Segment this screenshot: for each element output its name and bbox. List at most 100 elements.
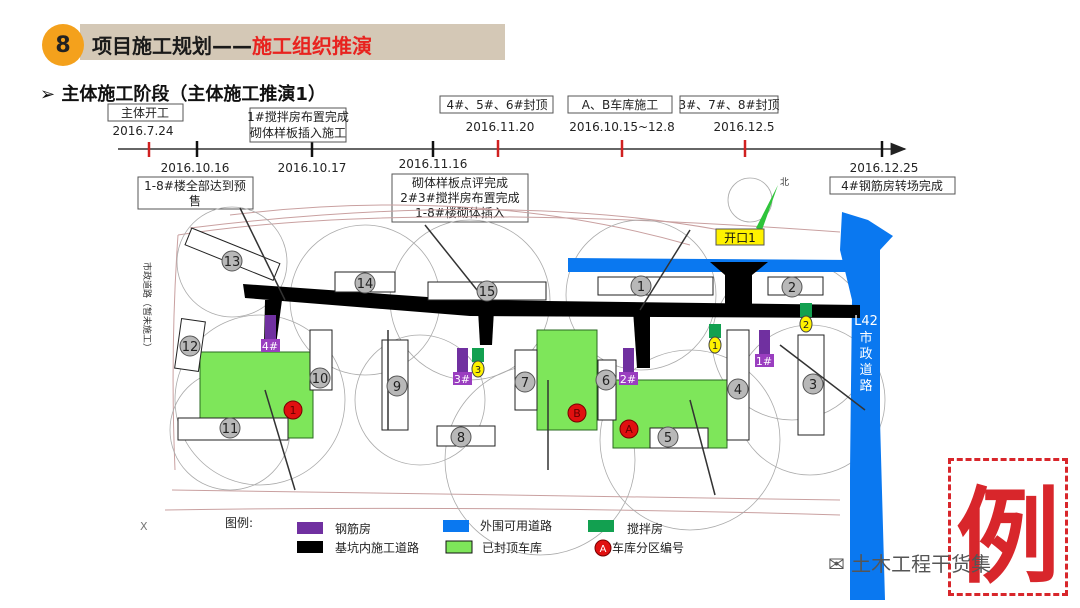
building-marker-8 — [450, 426, 472, 448]
north-arrow-icon — [756, 185, 778, 230]
mixer-house-2 — [800, 303, 812, 317]
milestone-date: 2016.12.25 — [850, 161, 919, 175]
rebar-shed-4# — [265, 315, 276, 339]
legend-swatch-outer-road — [443, 520, 469, 532]
milestone-date: 2016.11.16 — [399, 157, 468, 171]
milestone-label: 3#、7#、8#封顶 — [678, 98, 779, 112]
wechat-label: 土木工程干货集 — [851, 552, 992, 576]
rebar-shed-label: 2# — [620, 373, 636, 386]
road-label-text: 市 — [859, 330, 872, 346]
building-marker-3 — [802, 373, 824, 395]
watermark-example: 例 — [948, 458, 1068, 598]
building-number: 15 — [479, 285, 496, 300]
timeline: 主体开工 2016.7.24 1#搅拌房布置完成 砌体样板插入施工 4#、5#、… — [107, 95, 956, 223]
mixer-house-1 — [709, 324, 721, 338]
rebar-shed-label-bg — [619, 372, 638, 385]
legend-title: 图例: — [225, 516, 253, 530]
building-marker-14 — [354, 272, 376, 294]
title-highlight: 施工组织推演 — [252, 34, 372, 58]
legend: 图例: 钢筋房 外围可用道路 搅拌房 基坑内施工道路 已封顶车库 A 车库分区编… — [225, 516, 684, 557]
building-marker-7 — [514, 371, 536, 393]
road-label-text: L42 — [854, 314, 878, 329]
legend-label: 搅拌房 — [627, 521, 663, 536]
building-marker-6 — [595, 369, 617, 391]
milestone-label: 砌体样板插入施工 — [250, 125, 346, 140]
header-bar — [80, 24, 505, 60]
building-marker-13 — [221, 250, 243, 272]
legend-swatch-rebar — [297, 522, 323, 534]
west-road-label: 市政道路（暂未施工） — [141, 262, 153, 352]
legend-label: 钢筋房 — [335, 521, 371, 536]
mixer-house-3 — [472, 348, 484, 362]
outer-road-horizontal — [568, 258, 855, 272]
mixer-houses: 3 1 2 — [471, 303, 813, 378]
gate-1-box — [715, 228, 765, 246]
legend-swatch-pit-road — [297, 541, 323, 553]
garage-b — [536, 329, 598, 431]
milestone-label: 4#钢筋房转场完成 — [841, 178, 943, 193]
garage-zone-label: 1 — [290, 404, 297, 417]
legend-swatch-garage — [445, 540, 473, 554]
legend-label: 基坑内施工道路 — [335, 540, 419, 555]
garage-zone-label: A — [625, 423, 633, 436]
rebar-shed-label: 1# — [756, 355, 772, 368]
rebar-sheds: 4# 3# 2# 1# — [261, 315, 774, 386]
building-number: 6 — [602, 374, 610, 389]
legend-label: 外围可用道路 — [480, 518, 552, 533]
building-marker-4 — [727, 378, 749, 400]
garage-zone-label: B — [573, 407, 581, 420]
rebar-shed-3# — [457, 348, 468, 372]
milestone-date: 2016.10.17 — [278, 161, 347, 175]
road-label-text: 路 — [859, 378, 872, 394]
building-marker-9 — [386, 375, 408, 397]
garage-zone-A — [619, 419, 639, 439]
building-number: 1 — [637, 280, 645, 295]
building-number: 5 — [664, 431, 672, 446]
milestone-label: 售 — [189, 193, 201, 208]
mixer-number: 2 — [803, 320, 809, 331]
legend-zone-symbol: A — [600, 544, 607, 555]
mixer-marker — [471, 360, 485, 378]
garage-zone-B — [567, 403, 587, 423]
mixer-number: 1 — [712, 341, 718, 352]
rebar-shed-2# — [623, 348, 634, 372]
building-number: 7 — [521, 376, 529, 391]
building-number: 10 — [312, 372, 329, 387]
legend-swatch-mixer — [588, 520, 614, 532]
north-arrow: 北 — [756, 177, 789, 230]
building-number: 3 — [809, 378, 817, 393]
milestone-label: 1#搅拌房布置完成 — [247, 109, 349, 124]
milestone-label: 2#3#搅拌房布置完成 — [400, 190, 519, 205]
building-marker-15 — [476, 280, 498, 302]
title-main: 项目施工规划—— — [92, 34, 252, 58]
building-number: 13 — [224, 255, 241, 270]
mixer-marker — [799, 315, 813, 333]
building-marker-2 — [781, 276, 803, 298]
rebar-shed-label-bg — [261, 339, 280, 352]
milestone-date: 2016.11.20 — [466, 120, 535, 134]
building-marker-5 — [657, 426, 679, 448]
milestone-date: 2016.7.24 — [112, 124, 173, 138]
milestone-label: 主体开工 — [121, 106, 169, 120]
legend-label: 已封顶车库 — [482, 540, 542, 555]
wechat-icon: ✉ — [828, 552, 852, 576]
legend-zone-marker — [594, 539, 612, 557]
milestone-date: 2016.10.15~12.8 — [569, 120, 674, 134]
building-number: 14 — [357, 277, 374, 292]
building-marker-11 — [219, 417, 241, 439]
building-marker-1 — [630, 275, 652, 297]
gate-1-label: 开口1 — [724, 231, 756, 245]
rebar-shed-label: 3# — [454, 373, 470, 386]
mixer-number: 3 — [475, 365, 481, 376]
rebar-shed-label: 4# — [262, 340, 278, 353]
page-title: 项目施工规划——施工组织推演 — [92, 30, 372, 59]
milestone-label: A、B车库施工 — [582, 97, 658, 112]
rebar-shed-1# — [759, 330, 770, 354]
milestone-label: 4#、5#、6#封顶 — [446, 98, 547, 112]
building-marker-12 — [179, 335, 201, 357]
building-number: 12 — [182, 340, 199, 355]
section-number-badge: 8 — [42, 24, 84, 66]
x-mark: X — [140, 520, 148, 533]
